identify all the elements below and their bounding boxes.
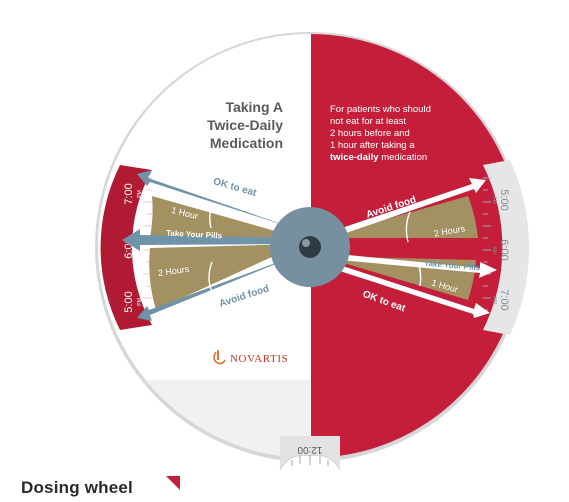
desc-bold: twice-daily [330,152,379,163]
right-take-pills-arrow [318,252,497,278]
left-curve-icon [209,205,213,229]
bottom-window-label: 12:00 [297,444,322,455]
right-ok-arrow [318,258,490,318]
right-time-scale [483,160,530,335]
desc-line-3: 2 hours before and [330,128,410,139]
left-one-hour-wedge [150,196,300,238]
desc-line-2: not eat for at least [330,116,406,127]
novartis-flame-icon [213,350,226,365]
caption: Dosing wheel [21,478,133,497]
title-line-2: Twice-Daily [207,117,283,133]
left-scale-sub: PM [137,298,143,306]
right-scale-label-7: 7:00 [498,289,510,310]
right-scale-sub: AM [491,196,497,204]
title-line-1: Taking A [225,99,283,115]
right-scale-sub: AM [491,246,497,254]
left-scale-label-7: 7:00 [123,183,135,204]
hub-pin [299,236,321,258]
left-take-pills-label: Take Your Pills [166,229,223,241]
brand-name: NOVARTIS [230,353,288,365]
left-scale-label-5: 5:00 [123,291,135,312]
desc-line-5: twice-daily medication [330,152,427,163]
bottom-window [279,436,341,471]
title-line-3: Medication [210,135,283,151]
right-scale-sub: AM [491,296,497,304]
left-scale-sub: PM [137,190,143,198]
right-curve-icon [417,261,422,287]
left-two-hour-wedge [149,244,300,310]
desc-line-4: 1 hour after taking a [330,140,415,151]
right-scale-label-6: 6:00 [498,239,510,260]
caption-accent-icon [166,476,180,490]
right-curve-icon [405,211,411,243]
left-two-hour-label: 2 Hours [157,264,190,278]
left-time-scale [100,165,152,330]
right-scale-label-5: 5:00 [498,189,510,210]
right-avoid-arrow [318,178,486,242]
hub-pin-highlight [302,239,310,247]
desc-line-1: For patients who should [330,104,431,115]
left-take-pills-arrow [122,229,305,251]
left-curve-icon [208,261,213,293]
desc-tail: medication [379,152,428,163]
